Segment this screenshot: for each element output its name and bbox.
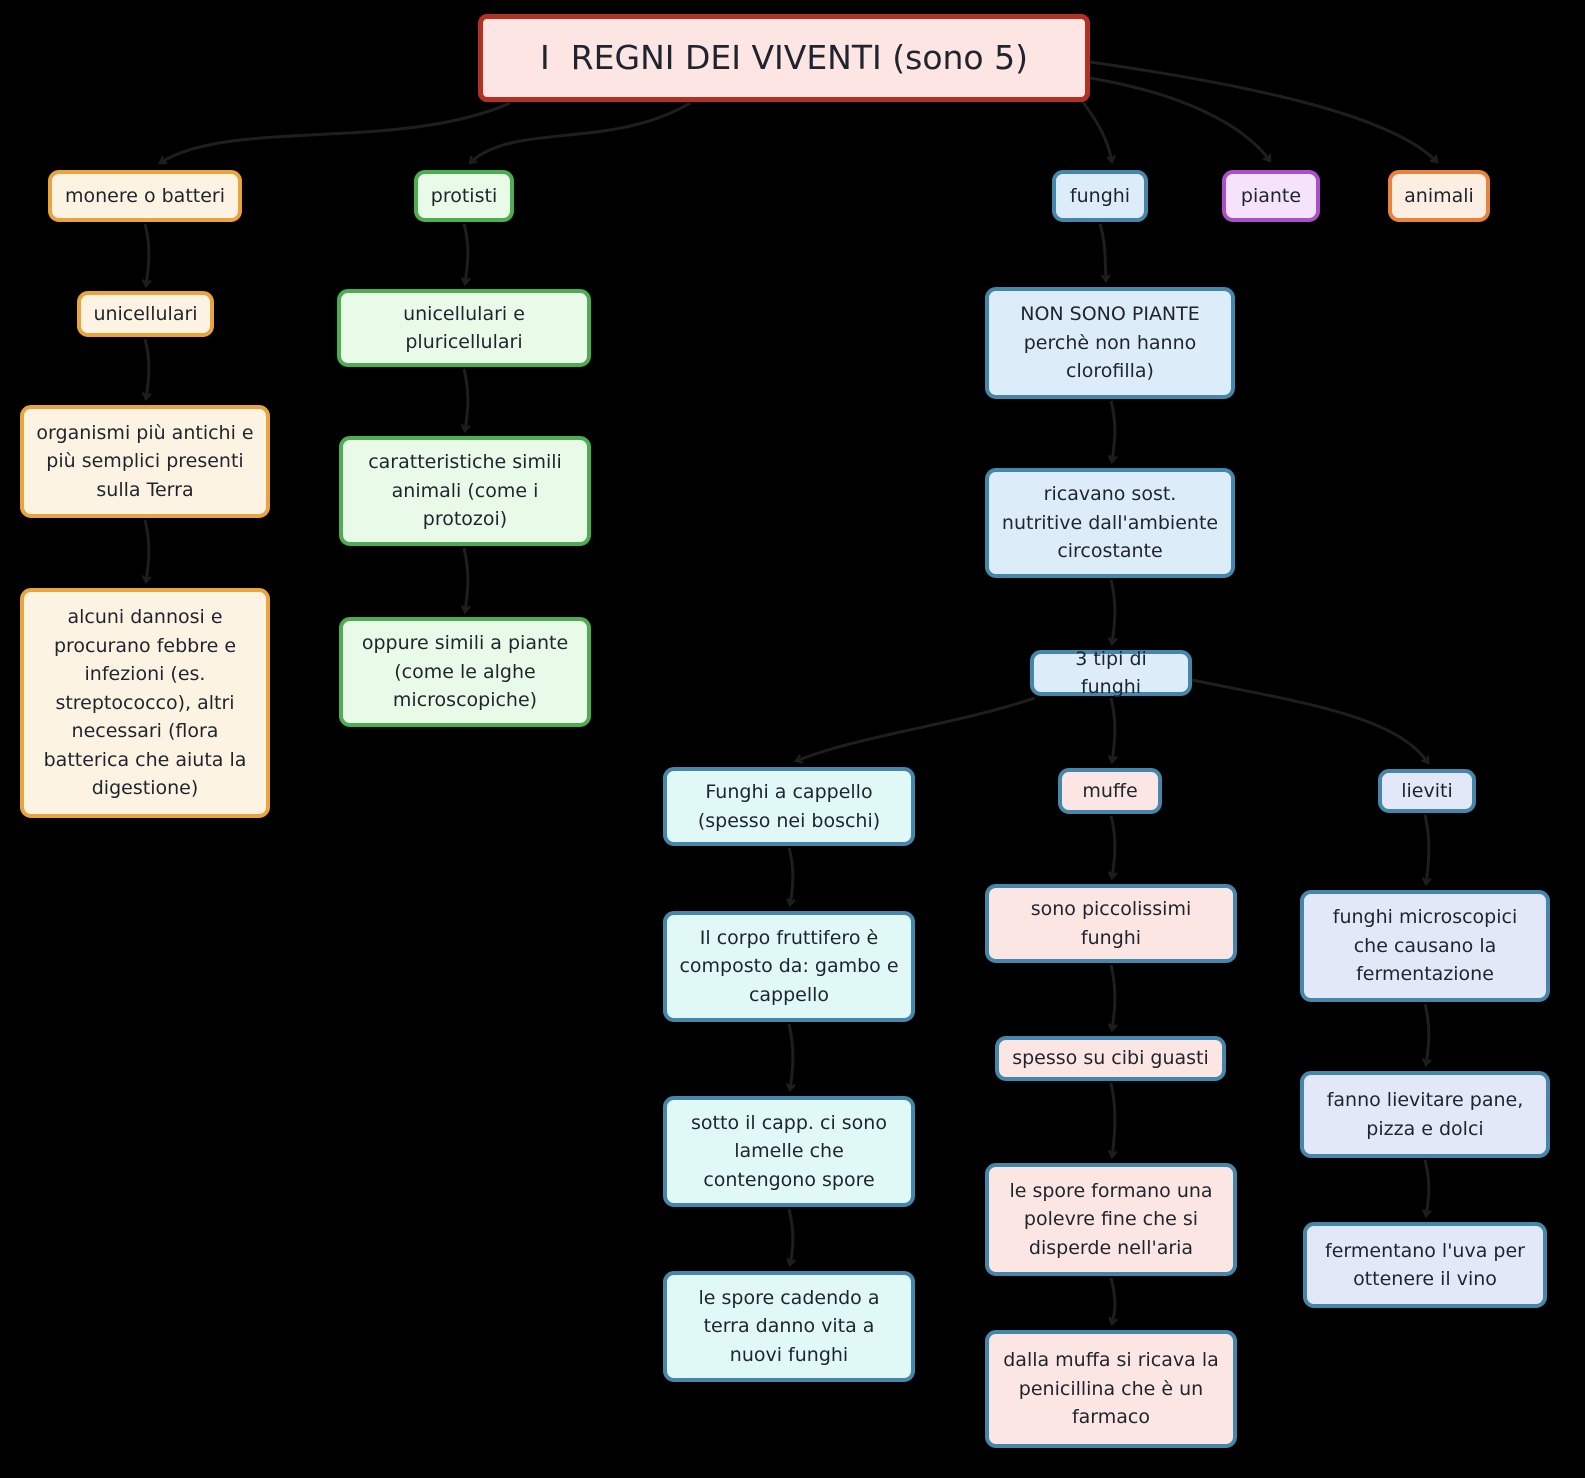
edge-funghi-1 (1098, 223, 1111, 284)
edge-title-monere (158, 101, 511, 165)
edge-title-funghi (1080, 100, 1116, 165)
monere-note-unicellulari[interactable]: unicellulari (77, 291, 214, 337)
kingdom-node-piante[interactable]: piante (1222, 170, 1320, 222)
kingdom-node-animali[interactable]: animali (1388, 170, 1490, 222)
edge-funghi-2 (1107, 400, 1118, 465)
kingdom-node-monere[interactable]: monere o batteri (48, 170, 242, 222)
edge-muffe-1 (1107, 815, 1118, 881)
protisti-note-simili-animali[interactable]: caratteristiche simili animali (come i p… (339, 436, 591, 546)
muffe-note-penicillina[interactable]: dalla muffa si ricava la penicillina che… (985, 1330, 1237, 1448)
monere-note-organismi[interactable]: organismi più antichi e più semplici pre… (20, 405, 270, 518)
muffe-note-spore[interactable]: le spore formano una polevre fine che si… (985, 1163, 1237, 1276)
edge-tipi-lieviti (1191, 678, 1430, 765)
lieviti-note-pane-pizza[interactable]: fanno lievitare pane, pizza e dolci (1300, 1071, 1550, 1158)
edge-title-protisti (468, 101, 691, 165)
edge-title-piante (1089, 76, 1272, 163)
edge-tipi-cappello (793, 696, 1036, 764)
diagram-title-node: I REGNI DEI VIVENTI (sono 5) (478, 14, 1090, 102)
funghi-note-non-piante[interactable]: NON SONO PIANTE perchè non hanno clorofi… (985, 287, 1235, 399)
edge-protisti-1 (460, 223, 471, 287)
cappello-note-spore[interactable]: le spore cadendo a terra danno vita a nu… (663, 1271, 915, 1382)
edge-cappello-2 (785, 1023, 796, 1093)
type-node-muffe[interactable]: muffe (1058, 768, 1162, 814)
edge-cappello-1 (786, 847, 796, 908)
edge-lieviti-1 (1421, 814, 1432, 887)
lieviti-note-vino[interactable]: fermentano l'uva per ottenere il vino (1303, 1222, 1547, 1308)
protisti-note-simili-piante[interactable]: oppure simili a piante (come le alghe mi… (339, 617, 591, 727)
funghi-note-nutritive[interactable]: ricavano sost. nutritive dall'ambiente c… (985, 468, 1235, 578)
lieviti-note-fermentazione[interactable]: funghi microscopici che causano la ferme… (1300, 890, 1550, 1002)
cappello-note-lamelle[interactable]: sotto il capp. ci sono lamelle che conte… (663, 1096, 915, 1207)
type-node-lieviti[interactable]: lieviti (1378, 769, 1476, 813)
funghi-note-tre-tipi[interactable]: 3 tipi di funghi (1030, 648, 1192, 698)
muffe-note-cibi-guasti[interactable]: spesso su cibi guasti (995, 1036, 1226, 1081)
edge-muffe-2 (1107, 964, 1118, 1033)
edge-monere-2 (141, 338, 152, 402)
kingdom-node-protisti[interactable]: protisti (414, 170, 514, 222)
monere-note-dannosi[interactable]: alcuni dannosi e procurano febbre e infe… (20, 588, 270, 818)
muffe-note-piccolissimi[interactable]: sono piccolissimi funghi (985, 884, 1237, 963)
cappello-note-corpo-fruttifero[interactable]: Il corpo fruttifero è composto da: gambo… (663, 911, 915, 1022)
edge-funghi-3 (1107, 579, 1118, 647)
edge-protisti-3 (460, 547, 471, 615)
protisti-note-cellule[interactable]: unicellulari e pluricellulari (337, 289, 591, 367)
type-node-funghi-a-cappello[interactable]: Funghi a cappello (spesso nei boschi) (663, 767, 915, 846)
edge-lieviti-3 (1421, 1159, 1432, 1219)
edge-protisti-2 (460, 368, 471, 434)
edge-monere-3 (141, 519, 152, 585)
kingdom-node-funghi[interactable]: funghi (1052, 170, 1148, 222)
edge-tipi-muffe (1107, 697, 1118, 765)
edge-muffe-3 (1107, 1082, 1118, 1160)
edge-lieviti-2 (1421, 1003, 1432, 1068)
edge-monere-1 (141, 223, 152, 289)
edge-title-animali (1089, 60, 1439, 164)
edge-muffe-4 (1108, 1277, 1119, 1327)
edge-cappello-3 (786, 1208, 796, 1268)
